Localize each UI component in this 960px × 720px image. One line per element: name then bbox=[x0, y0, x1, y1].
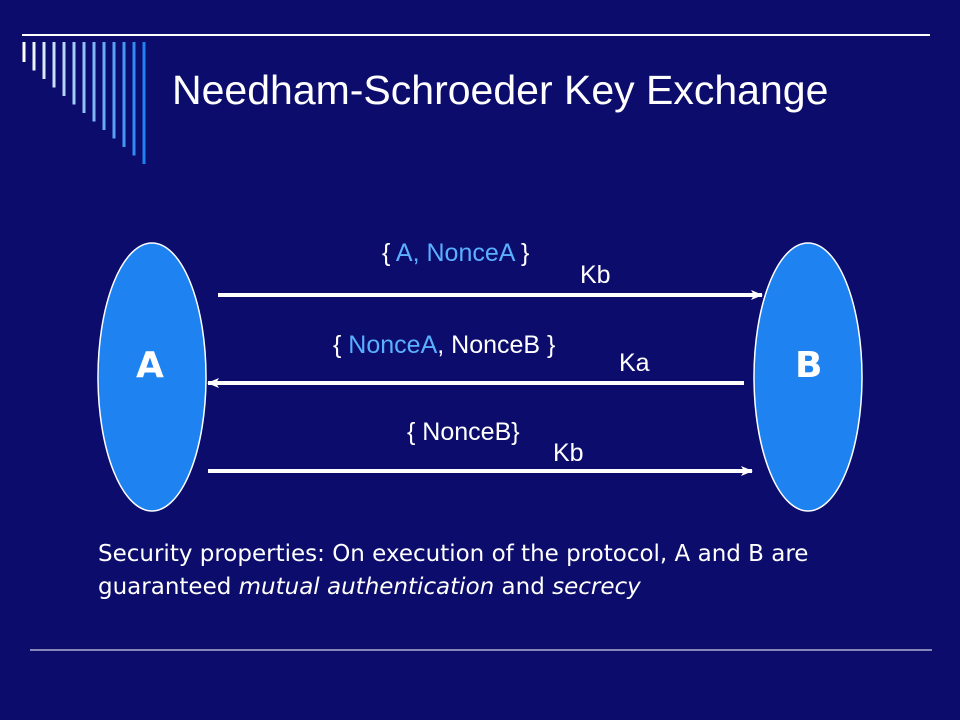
message-1-open-brace: { bbox=[382, 239, 391, 267]
party-b-ellipse bbox=[753, 242, 863, 512]
security-properties-text: Security properties: On execution of the… bbox=[98, 538, 858, 604]
message-1-part-1: A, NonceA bbox=[390, 239, 515, 267]
message-3-open-brace: { bbox=[407, 418, 416, 446]
message-3-label: { NonceB} bbox=[407, 417, 520, 447]
mutual-authentication-emphasis: mutual authentication bbox=[238, 574, 495, 600]
message-2-label: { NonceA, NonceB } bbox=[333, 330, 555, 360]
message-2-part-1: NonceA bbox=[341, 331, 438, 359]
decorative-bars bbox=[22, 42, 146, 164]
message-2-part-2: , NonceB } bbox=[437, 331, 556, 359]
security-properties-part-1: Security properties: On execution of the… bbox=[98, 541, 809, 600]
party-a-ellipse bbox=[97, 242, 207, 512]
party-a-label: A bbox=[136, 345, 164, 386]
message-1-part-2: } bbox=[514, 239, 530, 267]
message-2-key: Ka bbox=[619, 349, 650, 377]
message-3-part-1: NonceB} bbox=[415, 418, 520, 446]
message-1-label: { A, NonceA } bbox=[382, 238, 529, 268]
message-3-key: Kb bbox=[553, 439, 584, 467]
security-properties-part-2: and bbox=[494, 574, 553, 600]
message-1-key: Kb bbox=[580, 261, 611, 289]
party-b-label: B bbox=[795, 345, 823, 386]
page-title: Needham-Schroeder Key Exchange bbox=[172, 67, 829, 113]
message-2-open-brace: { bbox=[333, 331, 342, 359]
secrecy-emphasis: secrecy bbox=[552, 574, 641, 600]
